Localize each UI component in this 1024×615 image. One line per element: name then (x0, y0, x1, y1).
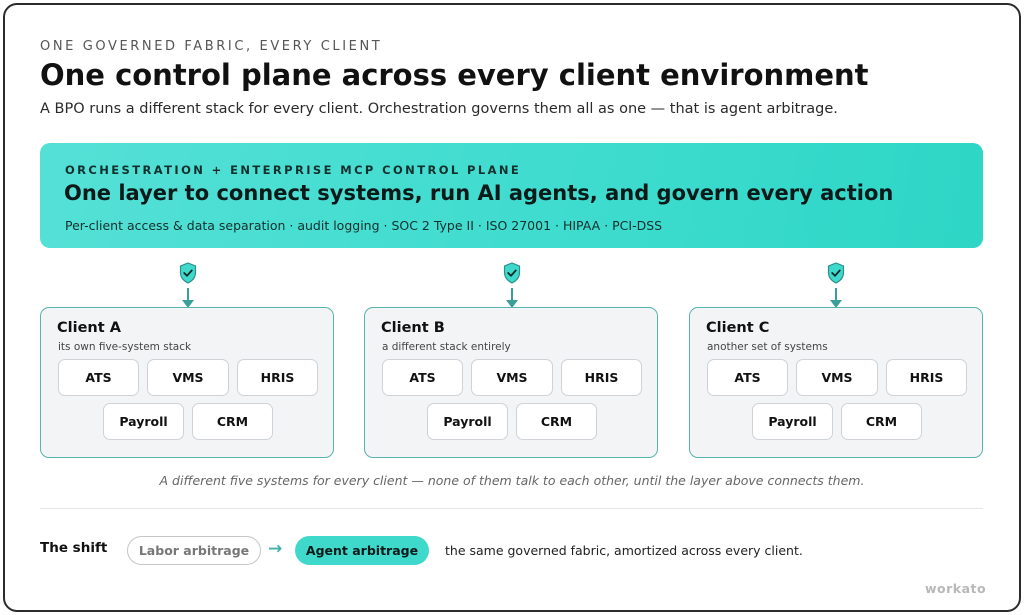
arrow-down-icon (182, 300, 194, 308)
system-crm: CRM (192, 403, 273, 440)
client-name: Client A (57, 320, 121, 336)
brand-logo: workato (925, 581, 987, 596)
system-ats: ATS (707, 359, 788, 396)
connector-client-c (826, 262, 846, 312)
system-payroll: Payroll (427, 403, 508, 440)
control-plane-eyebrow: ORCHESTRATION + ENTERPRISE MCP CONTROL P… (65, 163, 522, 177)
diagram-caption: A different five systems for every clien… (159, 473, 865, 488)
arrow-down-icon (506, 300, 518, 308)
system-vms: VMS (796, 359, 878, 396)
system-vms: VMS (471, 359, 553, 396)
system-payroll: Payroll (752, 403, 833, 440)
client-name: Client C (706, 320, 770, 336)
arrow-down-icon (830, 300, 842, 308)
system-hris: HRIS (886, 359, 967, 396)
eyebrow: ONE GOVERNED FABRIC, EVERY CLIENT (40, 39, 383, 54)
system-payroll: Payroll (103, 403, 184, 440)
system-crm: CRM (516, 403, 597, 440)
system-hris: HRIS (561, 359, 642, 396)
control-plane-title: One layer to connect systems, run AI age… (64, 181, 894, 205)
connector-line (511, 288, 513, 304)
page-subtitle: A BPO runs a different stack for every c… (40, 101, 838, 117)
agent-arbitrage-pill: Agent arbitrage (295, 536, 429, 565)
client-card-b: Client B a different stack entirely ATS … (364, 307, 658, 458)
shield-check-icon (827, 262, 845, 284)
labor-arbitrage-pill: Labor arbitrage (127, 536, 261, 565)
connector-client-a (178, 262, 198, 312)
arrow-right-icon: → (268, 539, 283, 559)
page-title: One control plane across every client en… (40, 58, 869, 92)
client-card-a: Client A its own five-system stack ATS V… (40, 307, 334, 458)
client-name: Client B (381, 320, 445, 336)
system-crm: CRM (841, 403, 922, 440)
connector-line (835, 288, 837, 304)
system-hris: HRIS (237, 359, 318, 396)
control-plane-details: Per-client access & data separation · au… (65, 218, 663, 233)
divider (40, 508, 983, 509)
connector-line (187, 288, 189, 304)
client-description: its own five-system stack (58, 341, 192, 353)
shield-check-icon (179, 262, 197, 284)
control-plane-box: ORCHESTRATION + ENTERPRISE MCP CONTROL P… (40, 143, 983, 248)
client-description: another set of systems (707, 341, 828, 353)
shift-description: the same governed fabric, amortized acro… (445, 543, 803, 558)
system-ats: ATS (58, 359, 139, 396)
connector-client-b (502, 262, 522, 312)
system-vms: VMS (147, 359, 229, 396)
client-card-c: Client C another set of systems ATS VMS … (689, 307, 983, 458)
shield-check-icon (503, 262, 521, 284)
client-description: a different stack entirely (382, 341, 511, 353)
shift-label: The shift (40, 540, 108, 556)
system-ats: ATS (382, 359, 463, 396)
